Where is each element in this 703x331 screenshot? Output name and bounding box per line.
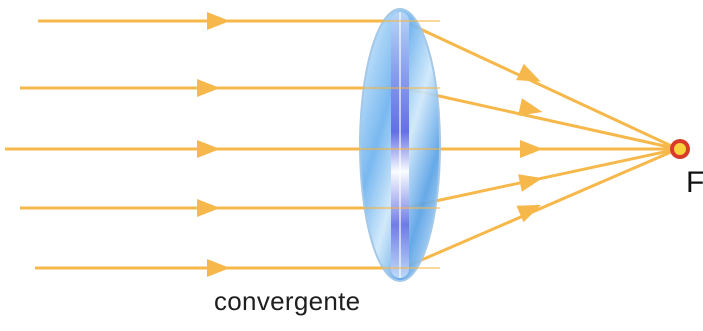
refracted-ray-2	[402, 86, 679, 151]
arrowhead-icon	[197, 199, 220, 217]
refracted-ray-5	[402, 147, 679, 270]
refracted-rays	[402, 19, 679, 270]
arrowhead-icon	[207, 12, 230, 30]
focal-point	[670, 139, 690, 159]
lens-caption: convergente	[214, 286, 361, 316]
focal-point-inner	[674, 143, 686, 155]
arrowhead-icon	[207, 259, 230, 277]
refracted-arrowheads	[516, 63, 543, 223]
arrowhead-icon	[197, 140, 220, 158]
refracted-ray-1	[402, 19, 679, 151]
arrowhead-icon	[518, 174, 543, 192]
arrowhead-icon	[516, 63, 541, 82]
arrowhead-icon	[516, 204, 542, 223]
convex-lens	[359, 8, 441, 282]
arrowhead-icon	[197, 79, 220, 97]
rays-through-lens	[360, 20, 440, 269]
arrowhead-icon	[520, 140, 543, 158]
incident-arrowheads	[197, 12, 230, 277]
arrowhead-icon	[518, 98, 543, 116]
focal-point-label: F	[686, 166, 703, 199]
